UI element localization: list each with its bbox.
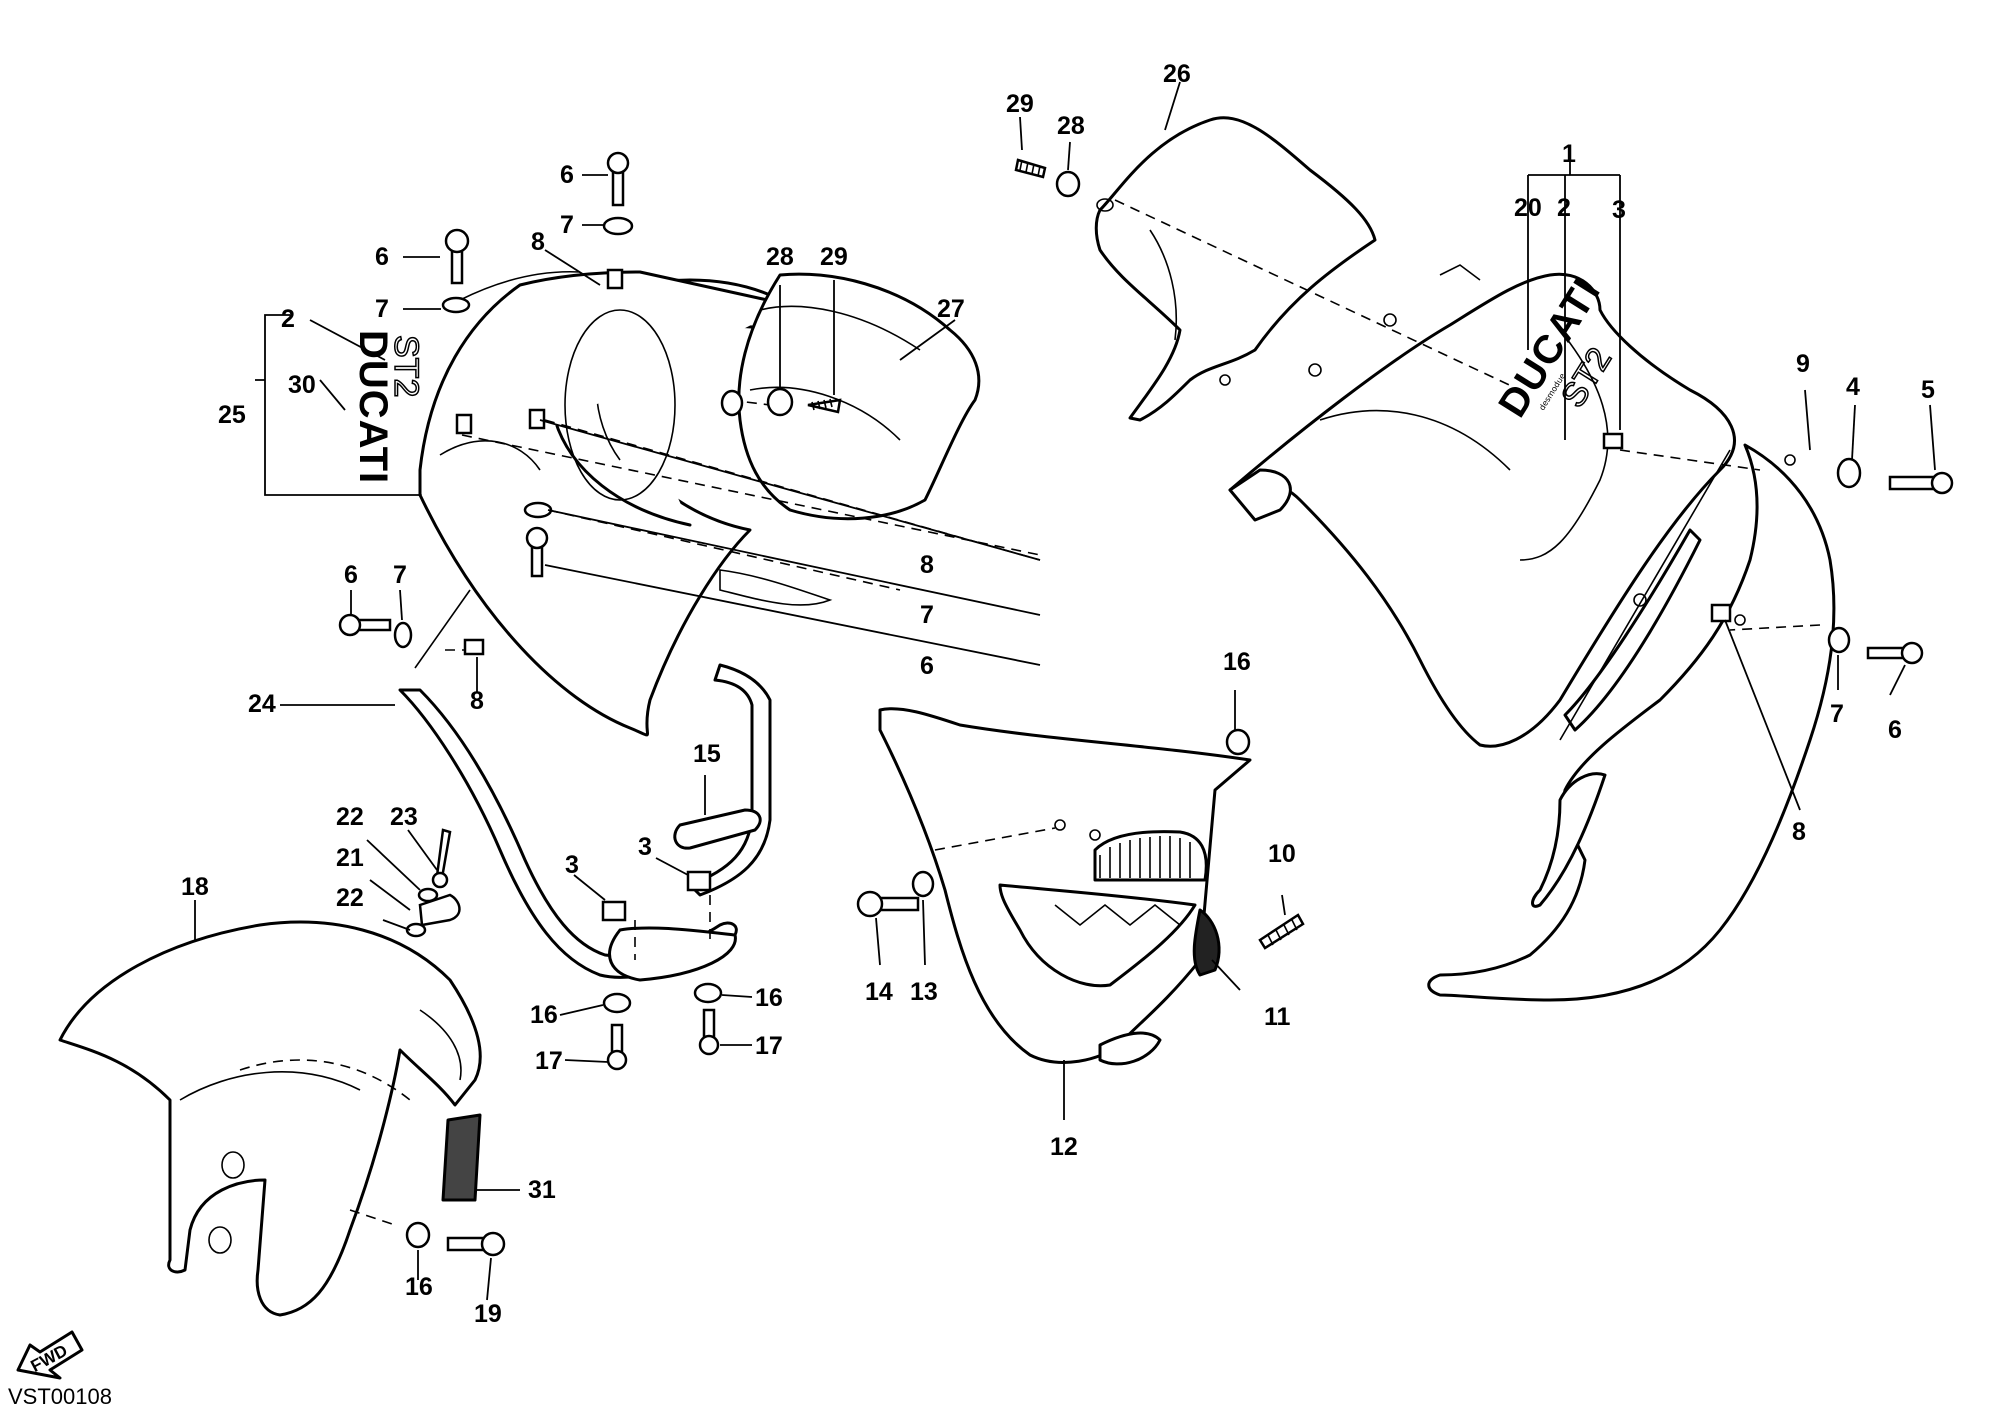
callout-label: 8 xyxy=(920,551,934,579)
callout-label: 19 xyxy=(474,1300,502,1328)
callout-label: 25 xyxy=(218,401,246,429)
callout-label: 7 xyxy=(375,295,389,323)
callout-label: 8 xyxy=(1792,818,1806,846)
callout-label: 3 xyxy=(1612,196,1626,224)
callout-label: 7 xyxy=(1830,700,1844,728)
callout-label: 27 xyxy=(937,295,965,323)
callout-label: 9 xyxy=(1796,350,1810,378)
callout-label: 8 xyxy=(470,687,484,715)
callout-label: 29 xyxy=(820,243,848,271)
front-fairing-shell xyxy=(418,270,833,737)
callout-label: 16 xyxy=(530,1001,558,1029)
callout-label: 7 xyxy=(393,561,407,589)
air-deflector xyxy=(1094,116,1377,422)
callout-label: 24 xyxy=(248,690,276,718)
callout-label: 2 xyxy=(281,305,295,333)
callout-label: 13 xyxy=(910,978,938,1006)
decal-brand-left: DUCATI xyxy=(351,330,395,484)
callout-label: 10 xyxy=(1268,840,1296,868)
callout-label: 4 xyxy=(1846,373,1860,401)
callout-label: 31 xyxy=(528,1176,556,1204)
callout-label: 1 xyxy=(1562,140,1576,168)
hardware xyxy=(338,151,1954,1257)
callout-label: 8 xyxy=(531,228,545,256)
callout-label: 23 xyxy=(390,803,418,831)
callout-label: 28 xyxy=(766,243,794,271)
decal-model-left: ST2 xyxy=(387,335,425,397)
callout-label: 7 xyxy=(920,601,934,629)
callout-label: 26 xyxy=(1163,60,1191,88)
callout-label: 14 xyxy=(865,978,893,1006)
callout-label: 17 xyxy=(755,1032,783,1060)
drawing-code: VST00108 xyxy=(8,1384,112,1409)
callout-label: 12 xyxy=(1050,1133,1078,1161)
bracket-plate xyxy=(673,808,762,850)
callout-label: 6 xyxy=(375,243,389,271)
callout-labels: 1 2 2 3 3 3 4 5 6 6 6 6 6 7 7 7 7 7 8 8 … xyxy=(181,60,1935,1328)
inner-fairing-panel xyxy=(737,272,981,521)
callout-label: 3 xyxy=(638,833,652,861)
callout-label: 22 xyxy=(336,884,364,912)
callout-label: 5 xyxy=(1921,376,1935,404)
logo-decal-left: DUCATI ST2 xyxy=(351,330,426,484)
callout-label: 6 xyxy=(560,161,574,189)
fairing-support-bracket xyxy=(398,589,772,982)
callout-label: 28 xyxy=(1057,112,1085,140)
callout-label: 18 xyxy=(181,873,209,901)
callout-label: 6 xyxy=(1888,716,1902,744)
callout-leader-lines xyxy=(194,81,1936,1301)
lower-fairing-panel xyxy=(878,707,1252,1066)
callout-label: 16 xyxy=(755,984,783,1012)
callout-label: 6 xyxy=(920,652,934,680)
callout-label: 21 xyxy=(336,844,364,872)
side-fairing-lower-right xyxy=(1427,443,1836,1002)
callout-label: 15 xyxy=(693,740,721,768)
callout-label: 20 xyxy=(1514,194,1542,222)
mudguard-insert-pad xyxy=(441,1113,482,1202)
callout-label: 11 xyxy=(1264,1003,1291,1031)
forward-direction-arrow: FWD xyxy=(16,1330,84,1380)
callout-label: 6 xyxy=(344,561,358,589)
callout-label: 3 xyxy=(565,851,579,879)
callout-label: 22 xyxy=(336,803,364,831)
callout-label: 16 xyxy=(1223,648,1251,676)
callout-label: 30 xyxy=(288,371,316,399)
callout-label: 17 xyxy=(535,1047,563,1075)
front-mudguard xyxy=(58,920,482,1317)
callout-label: 2 xyxy=(1557,194,1571,222)
side-fairing-upper-right xyxy=(1228,264,1736,748)
callout-label: 7 xyxy=(560,211,574,239)
callout-label: 29 xyxy=(1006,90,1034,118)
callout-label: 16 xyxy=(405,1273,433,1301)
